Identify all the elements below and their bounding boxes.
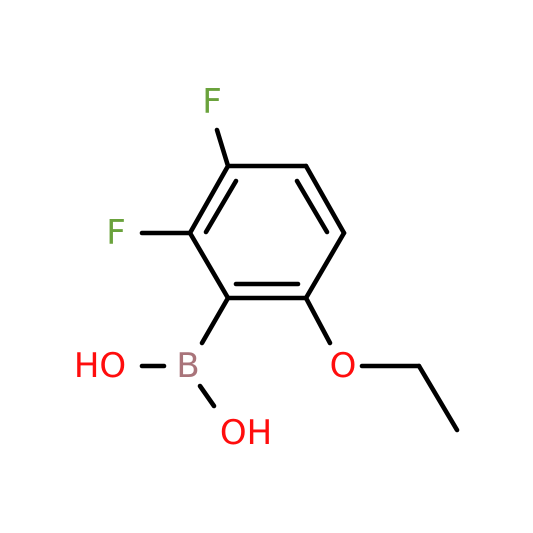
atom-label-boron: B (176, 346, 199, 386)
bond-ring-c5-c6 (187, 163, 231, 236)
bond-c1-boron (199, 295, 231, 346)
bond-ring-c3-c4 (303, 163, 347, 236)
atom-label-fluorine-left: F (106, 213, 126, 253)
bond-aromatic-inner-right (294, 178, 330, 235)
atom-label-hydroxyl-left: HO (74, 346, 126, 386)
bond-c5-f-top (214, 127, 231, 169)
atom-label-ether-oxygen: O (330, 346, 357, 386)
bonds (139, 127, 460, 433)
bond-ch2-ch3 (416, 363, 460, 433)
bond-aromatic-inner-left (203, 178, 239, 235)
atom-label-fluorine-top: F (202, 82, 222, 122)
atom-label-hydroxyl-bottom: OH (220, 413, 272, 453)
atom-labels: F F B HO OH O (74, 82, 357, 453)
bond-c2-o-ether (303, 295, 333, 346)
bond-boron-oh (197, 383, 217, 409)
bond-ring-c6-c1 (187, 230, 231, 301)
bond-ring-c2-c3 (303, 230, 347, 301)
